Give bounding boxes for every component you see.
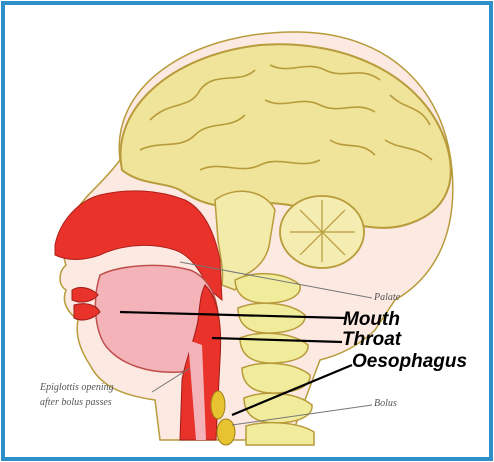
epiglottis-label-line1: Epiglottis opening xyxy=(40,382,114,394)
oesophagus-label: Oesophagus xyxy=(352,352,467,372)
bolus-label: Bolus xyxy=(374,398,397,410)
throat-label: Throat xyxy=(342,330,401,350)
mouth-label: Mouth xyxy=(343,310,400,330)
palate-label: Palate xyxy=(374,292,400,304)
epiglottis-label-line2: after bolus passes xyxy=(40,397,112,409)
bolus-illustration xyxy=(211,391,225,419)
bolus-illustration-lower xyxy=(217,419,235,445)
